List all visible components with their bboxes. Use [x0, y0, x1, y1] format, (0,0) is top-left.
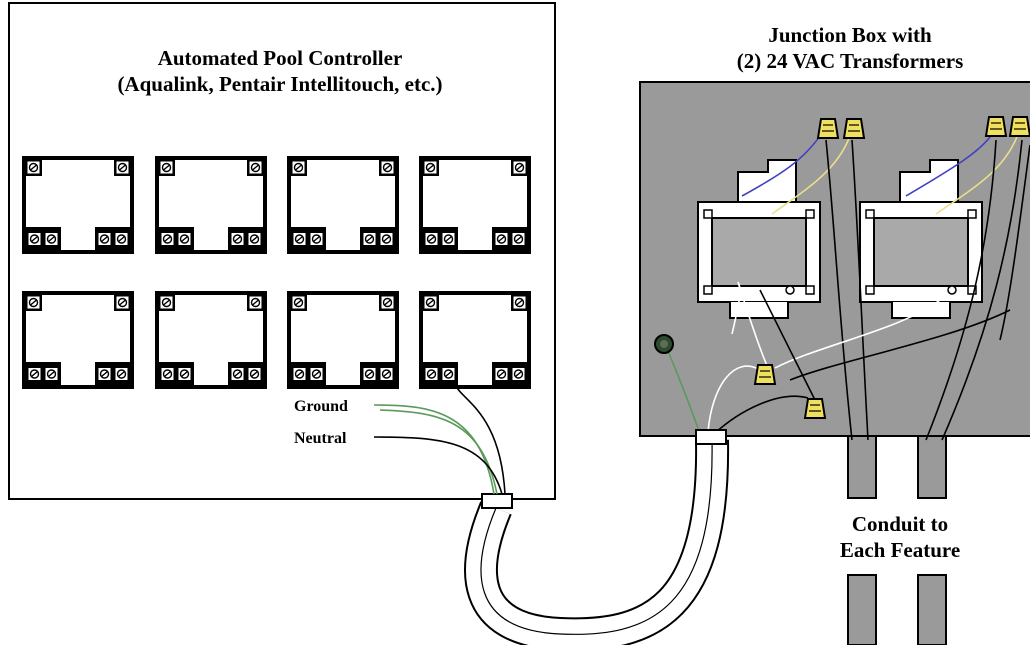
relay-1 — [24, 158, 132, 252]
ground-label: Ground — [294, 398, 348, 415]
ground-screw — [654, 334, 674, 354]
relay-6 — [157, 293, 265, 387]
relay-4 — [421, 158, 529, 252]
wirenut-5 — [754, 364, 776, 385]
transformer-1-leads — [741, 129, 853, 215]
relay-3 — [289, 158, 397, 252]
conduit-label-line1: Conduit to — [851, 512, 949, 536]
junction-title-line2: (2) 24 VAC Transformers — [736, 49, 964, 73]
connecting-conduit — [464, 429, 730, 650]
conduit-label-line2: Each Feature — [839, 538, 961, 562]
wirenut-3 — [985, 116, 1007, 137]
wirenut-1 — [817, 118, 839, 139]
transformer-feed-wires — [825, 139, 1030, 441]
wirenut-6 — [804, 398, 826, 419]
wirenut-4 — [1009, 116, 1030, 137]
junction-title-line1: Junction Box with — [768, 23, 932, 47]
relay-8 — [421, 293, 529, 387]
controller-title-line2: (Aqualink, Pentair Intellitouch, etc.) — [117, 72, 443, 96]
feature-conduit-2 — [917, 435, 947, 646]
neutral-label: Neutral — [294, 430, 347, 447]
relay-5 — [24, 293, 132, 387]
wirenut-2 — [843, 118, 865, 139]
controller-wires — [373, 384, 506, 495]
relay-7 — [289, 293, 397, 387]
junction-internal-wiring — [665, 281, 1011, 435]
feature-conduit-1 — [847, 435, 877, 646]
controller-title-line1: Automated Pool Controller — [157, 46, 403, 70]
relay-2 — [157, 158, 265, 252]
